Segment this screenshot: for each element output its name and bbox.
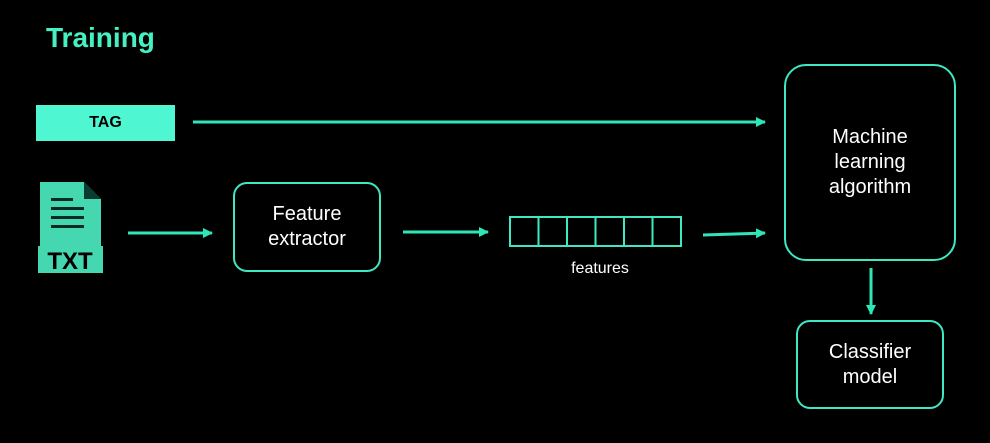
features-label: features — [571, 260, 629, 277]
arrow-features-to-ml — [702, 228, 766, 239]
feature-vector — [509, 216, 682, 247]
tag-label: TAG — [89, 114, 122, 131]
ml-algorithm-node: Machine learning algorithm — [784, 64, 956, 261]
ml-algorithm-label: Machine learning algorithm — [828, 126, 912, 198]
tag-box: TAG — [36, 105, 175, 141]
feature-extractor-label: Feature extractor — [268, 203, 346, 250]
classifier-model-label: Classifier model — [828, 340, 912, 388]
feature-extractor-node: Feature extractor — [233, 182, 381, 272]
classifier-model-node: Classifier model — [796, 320, 944, 409]
diagram-title: Training — [46, 22, 155, 53]
txt-file-label: TXT — [47, 248, 93, 275]
txt-file-icon: TXT — [38, 182, 103, 275]
